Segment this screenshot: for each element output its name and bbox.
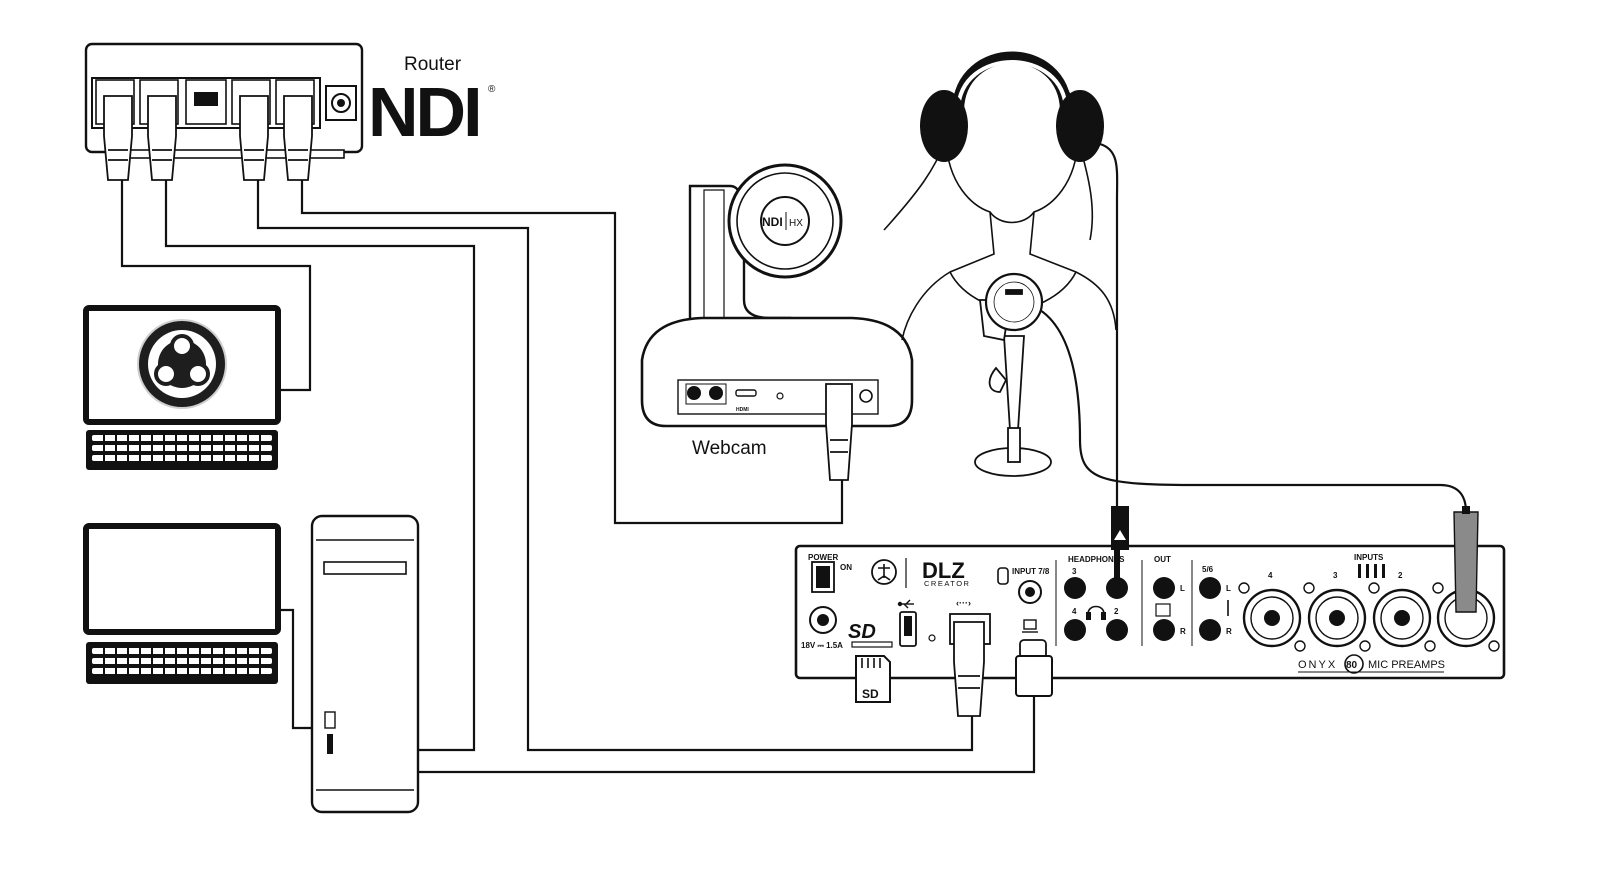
ndi-hx-badge-brand: NDI [762,215,783,229]
mixer-brand-sub: CREATOR [924,579,970,588]
webcam-label: Webcam [692,438,767,459]
ch56-label: 5/6 [1202,565,1214,574]
out-r-label: R [1180,627,1186,636]
sd-card-label: SD [862,687,879,701]
hp-jack-3[interactable] [1064,577,1086,599]
screw-icons [1238,582,1500,652]
ethernet-plug-icon [953,621,985,717]
router-label: Router [404,54,462,75]
ch56-jack-l[interactable] [1199,577,1221,599]
cable-mic-mixer [1039,309,1468,513]
ndi-logo: NDI [368,73,480,151]
usb-icon [897,599,914,609]
microphone-icon [974,272,1052,477]
input-number-2: 2 [1398,571,1403,580]
headphones-small-icon [1087,605,1105,615]
cable-tower-mixer-usb [418,696,1036,774]
cable-router-laptop-top [120,180,312,392]
ch56-jack-r[interactable] [1199,619,1221,641]
out-jack-l[interactable] [1153,577,1175,599]
obs-logo-icon [137,319,227,409]
router: Router NDI ® [84,42,496,181]
hp-jack-1[interactable] [1106,577,1128,599]
out-l-label: L [1180,584,1185,593]
network-port-glyph: ‹···› [956,598,971,608]
input78-label: INPUT 7/8 [1012,567,1050,576]
ndi-hx-badge-suffix: HX [789,218,803,229]
headphones-icon [920,51,1104,162]
hp-number-4: 4 [1072,607,1077,616]
sd-logo: SD [848,621,876,643]
hp-jack-2[interactable] [1106,619,1128,641]
speaker-icon [1155,603,1171,617]
hp-jack-4[interactable] [1064,619,1086,641]
hp-number-2: 2 [1114,607,1119,616]
ch56-r-label: R [1226,627,1232,636]
preamps-number: 80 [1346,660,1358,671]
cable-laptop-bottom-tower [278,608,312,730]
keyboard-top [86,430,278,470]
webcam-hdmi-label: HDMI [736,407,749,413]
ethernet-plug-icon [103,95,313,181]
ptz-webcam: NDI HX HDMI Webcam [640,163,914,481]
ch56-l-label: L [1226,584,1231,593]
mixer-power-label: POWER [808,553,838,562]
sd-card-icon: SD [855,655,891,703]
preamps-prefix: ONYX [1298,659,1337,671]
cable-router-mixer [256,180,974,752]
combo-input-3[interactable] [1307,588,1367,648]
computer-usb-icon [1022,619,1038,633]
cables [120,142,1468,774]
laptop-obs [83,305,281,470]
headphones-label: HEADPHONES [1068,555,1125,564]
out-label: OUT [1154,555,1171,564]
hp-number-3: 3 [1072,567,1077,576]
cable-headphones-mixer [1099,142,1119,510]
combo-input-2[interactable] [1372,588,1432,648]
input-number-4: 4 [1268,571,1273,580]
cable-router-webcam [300,180,844,525]
mixer-on-label: ON [840,563,852,572]
input-number-3: 3 [1333,571,1338,580]
mixer-brand: DLZ [922,558,965,583]
preamps-suffix: MIC PREAMPS [1368,659,1445,671]
mixer-dlz-creator: POWER ON 18V ⎓ 1.5A DLZ CREATOR SD SD [794,506,1506,717]
combo-input-4[interactable] [1242,588,1302,648]
mixer-power-rating: 18V ⎓ 1.5A [801,641,843,650]
laptop-blank [83,523,281,684]
out-jack-r[interactable] [1153,619,1175,641]
cable-router-tower [164,180,476,752]
ethernet-plug-icon [825,383,853,481]
ndi-registered-mark: ® [488,84,496,95]
desktop-tower [310,514,420,814]
inputs-icon [1358,564,1385,578]
inputs-label: INPUTS [1354,553,1384,562]
keyboard-bottom [86,642,278,684]
